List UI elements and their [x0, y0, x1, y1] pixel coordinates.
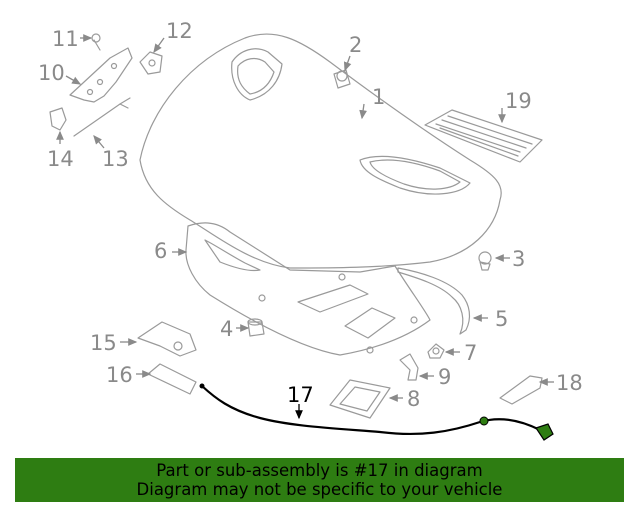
callout-9: 9 — [438, 365, 451, 389]
hood-insulator — [185, 222, 431, 356]
callout-19: 19 — [505, 89, 532, 113]
vent-grille — [424, 109, 543, 163]
bolt-part-11 — [91, 33, 101, 51]
rod-part-13 — [73, 97, 131, 137]
clip-part-2 — [333, 69, 351, 89]
callout-4: 4 — [220, 317, 233, 341]
bracket-part-9 — [399, 353, 419, 381]
callout-5: 5 — [495, 307, 508, 331]
callout-10: 10 — [38, 61, 65, 85]
striker-part-16 — [147, 363, 197, 395]
callout-13: 13 — [102, 147, 129, 171]
callout-17: 17 — [287, 383, 314, 407]
stop-part-4 — [247, 318, 265, 337]
clip-part-7 — [427, 343, 445, 359]
info-banner: Part or sub-assembly is #17 in diagram D… — [15, 458, 624, 502]
banner-line-2: Diagram may not be specific to your vehi… — [136, 480, 503, 499]
callout-leaders — [56, 34, 554, 420]
callout-2: 2 — [349, 33, 362, 57]
callout-1: 1 — [372, 85, 385, 109]
hood-weatherstrip — [397, 267, 471, 335]
pad-part-8 — [329, 379, 391, 419]
callout-7: 7 — [464, 341, 477, 365]
clip-part-14 — [49, 107, 67, 131]
hinge-assembly-part-10 — [69, 47, 133, 103]
callout-15: 15 — [90, 331, 117, 355]
callout-14: 14 — [47, 147, 74, 171]
callout-8: 8 — [407, 387, 420, 411]
callout-16: 16 — [106, 363, 133, 387]
latch-part-15 — [137, 321, 197, 357]
callout-12: 12 — [166, 19, 193, 43]
callout-3: 3 — [512, 247, 525, 271]
bracket-part-12 — [139, 51, 163, 75]
bumper-part-3 — [478, 251, 492, 271]
handle-part-18 — [499, 375, 543, 405]
callout-18: 18 — [556, 371, 583, 395]
callout-11: 11 — [52, 27, 79, 51]
banner-line-1: Part or sub-assembly is #17 in diagram — [156, 461, 483, 480]
release-cable-part-17 — [199, 383, 554, 441]
parts-diagram: 1 2 3 4 5 6 7 8 9 10 11 12 13 14 15 16 1… — [38, 19, 583, 441]
callout-6: 6 — [154, 239, 167, 263]
hood-panel — [139, 33, 502, 269]
